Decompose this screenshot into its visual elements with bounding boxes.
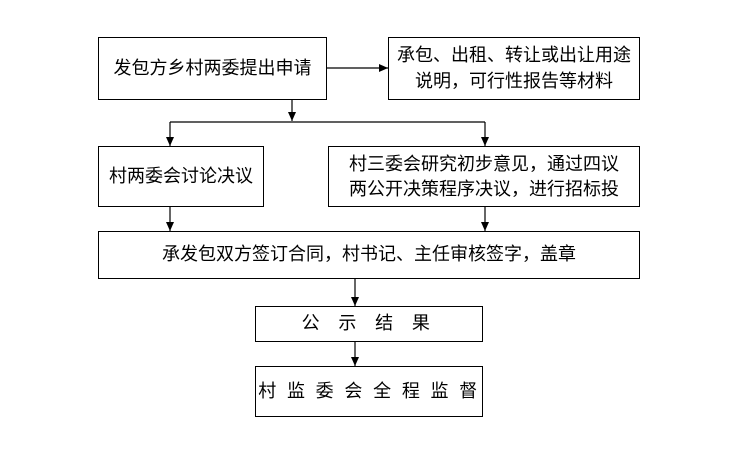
node-publicity-text: 公 示 结 果 <box>301 313 437 334</box>
node-contract-signing-text: 承发包双方签订合同，村书记、主任审核签字，盖章 <box>162 244 576 265</box>
node-publicity: 公 示 结 果 <box>255 306 483 342</box>
node-three-committees-opinion: 村三委会研究初步意见，通过四议 两公开决策程序决议，进行招标投 <box>328 146 640 207</box>
node-supporting-materials: 承包、出租、转让或出让用途 说明，可行性报告等材料 <box>388 37 640 100</box>
node-application-text: 发包方乡村两委提出申请 <box>113 57 312 79</box>
node-supervision-text: 村 监 委 会 全 程 监 督 <box>258 380 480 402</box>
node-three-committees-opinion-line-2: 两公开决策程序决议，进行招标投 <box>349 178 619 200</box>
node-three-committees-opinion-line-1: 村三委会研究初步意见，通过四议 <box>349 153 619 175</box>
node-supervision: 村 监 委 会 全 程 监 督 <box>255 366 483 417</box>
node-application: 发包方乡村两委提出申请 <box>98 37 327 100</box>
node-two-committees-resolution: 村两委会讨论决议 <box>98 146 264 207</box>
node-supporting-materials-line-2: 说明，可行性报告等材料 <box>415 70 613 92</box>
node-two-committees-resolution-text: 村两委会讨论决议 <box>109 165 253 187</box>
node-contract-signing: 承发包双方签订合同，村书记、主任审核签字，盖章 <box>98 231 640 279</box>
node-supporting-materials-line-1: 承包、出租、转让或出让用途 <box>397 44 631 66</box>
